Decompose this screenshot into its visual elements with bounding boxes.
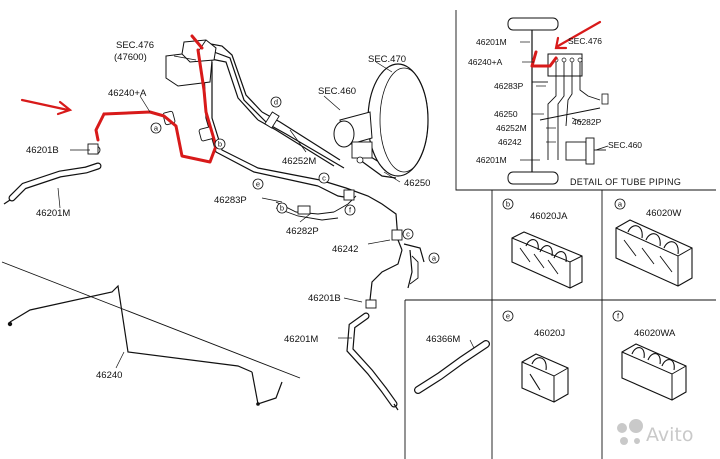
label-46201b-lower: 46201B	[308, 293, 341, 304]
detail-title: DETAIL OF TUBE PIPING	[570, 177, 681, 187]
svg-text:46020J: 46020J	[534, 328, 565, 339]
reference-circles: a b d c e b f c	[150, 96, 440, 264]
detail-label-46283p: 46283P	[494, 81, 524, 91]
detail-label-46282p: 46282P	[572, 117, 602, 127]
svg-text:a: a	[154, 124, 159, 133]
panel-46020w: a 46020W	[614, 198, 693, 287]
label-sec476: SEC.476	[116, 40, 154, 51]
label-46283p: 46283P	[214, 195, 247, 206]
label-46252m: 46252M	[282, 156, 316, 167]
hose-46201m-lower	[346, 299, 399, 411]
ref-f: f	[344, 204, 356, 216]
detail-label-46250: 46250	[494, 109, 518, 119]
svg-text:46020W: 46020W	[646, 208, 681, 219]
svg-text:a: a	[618, 200, 623, 209]
ref-c: c	[318, 172, 330, 184]
label-46242: 46242	[332, 244, 358, 255]
panel-46366m: 46366M	[414, 334, 490, 394]
svg-text:e: e	[506, 312, 510, 321]
detail-label-46240a: 46240+A	[468, 57, 503, 67]
detail-label-46201m-b: 46201M	[476, 155, 507, 165]
panel-46020wa: f 46020WA	[612, 310, 687, 401]
svg-text:e: e	[256, 180, 260, 189]
panel-frames	[1, 10, 716, 459]
clip-46020j-icon	[521, 353, 569, 403]
detail-of-tube-piping: 46201M 46240+A SEC.476 46283P 46250 4625…	[468, 17, 681, 187]
label-46240a: 46240+A	[108, 88, 147, 99]
ref-a2: a	[428, 252, 440, 264]
arrow-icon	[554, 20, 602, 50]
label-sec460: SEC.460	[318, 86, 356, 97]
avito-logo-icon	[617, 419, 643, 445]
ref-a: a	[150, 122, 162, 134]
svg-text:b: b	[218, 140, 222, 149]
avito-watermark: Avito	[617, 419, 693, 446]
svg-text:b: b	[280, 204, 284, 213]
part-labels: SEC.476 (47600) SEC.470 SEC.460 46240+A …	[26, 40, 430, 381]
svg-text:f: f	[349, 206, 352, 215]
clip-46020w-icon	[615, 219, 693, 287]
ref-d: d	[270, 96, 282, 108]
svg-text:a: a	[432, 254, 437, 263]
clip-46020wa-icon	[621, 343, 687, 401]
svg-text:b: b	[506, 200, 510, 209]
svg-text:Avito: Avito	[646, 424, 693, 446]
label-sec476-sub: (47600)	[114, 52, 147, 63]
detail-label-sec460: SEC.460	[608, 140, 642, 150]
svg-text:c: c	[322, 174, 326, 183]
ref-b: b	[214, 138, 226, 150]
ref-b2: b	[276, 202, 288, 214]
label-sec470: SEC.470	[368, 54, 406, 65]
svg-text:46020JA: 46020JA	[530, 211, 568, 222]
detail-label-46242: 46242	[498, 137, 522, 147]
detail-label-sec476: SEC.476	[568, 36, 602, 46]
clip-46020ja-icon	[511, 231, 583, 289]
leader-lines	[57, 55, 401, 369]
svg-text:c: c	[406, 230, 410, 239]
hose-46201m-upper	[3, 143, 102, 205]
ref-e: e	[252, 178, 264, 190]
hose-46366m-icon	[414, 340, 490, 394]
red-highlight	[20, 34, 218, 164]
label-46250: 46250	[404, 178, 430, 189]
brake-pipework	[7, 41, 425, 406]
label-46201m: 46201M	[36, 208, 70, 219]
arrow-icon	[20, 98, 73, 116]
svg-text:f: f	[617, 312, 620, 321]
svg-text:46020WA: 46020WA	[634, 328, 676, 339]
svg-text:46366M: 46366M	[426, 334, 460, 345]
abs-actuator	[165, 39, 217, 87]
panel-46020ja: b 46020JA	[502, 198, 583, 289]
label-46201b: 46201B	[26, 145, 59, 156]
detail-label-46201m: 46201M	[476, 37, 507, 47]
brake-booster	[333, 63, 429, 177]
label-46282p: 46282P	[286, 226, 319, 237]
svg-text:d: d	[274, 98, 278, 107]
ref-c2: c	[402, 228, 414, 240]
detail-label-46252m: 46252M	[496, 123, 527, 133]
panel-46020j: e 46020J	[502, 310, 569, 403]
label-46201m-lower: 46201M	[284, 334, 318, 345]
label-46240: 46240	[96, 370, 122, 381]
